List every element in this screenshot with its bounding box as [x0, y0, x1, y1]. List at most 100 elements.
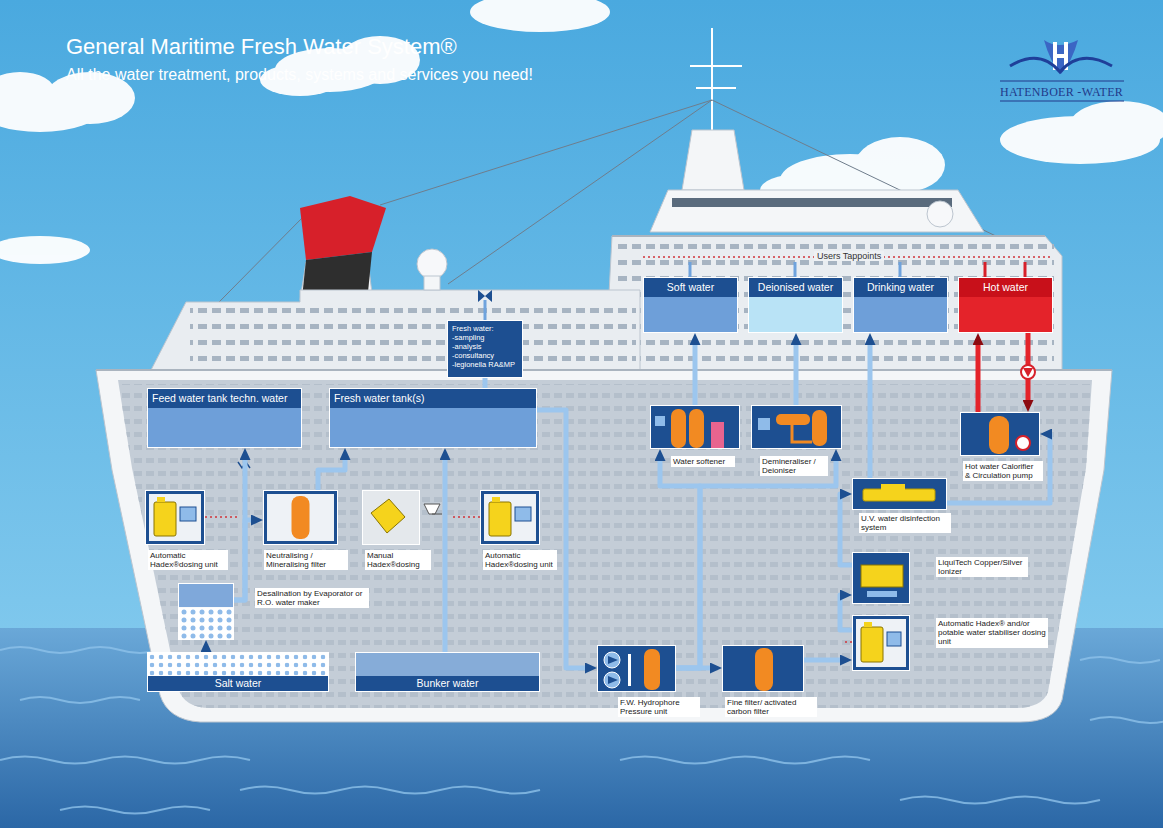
equipment-name: Water softener [673, 457, 733, 466]
water-pipe [804, 658, 846, 663]
water-pipe [693, 339, 698, 405]
equipment-name: Fine filter/ activated carbon filter [727, 698, 815, 716]
tank-content [749, 297, 842, 332]
water-pipe [976, 339, 981, 412]
equipment-icon [264, 491, 337, 544]
water-softener: Water softener [650, 405, 740, 449]
water-pipe [840, 494, 852, 565]
tank-header: Feed water tank techn. water [148, 389, 301, 408]
tank-content [356, 653, 539, 676]
subtitle: All the water treatment, products, syste… [66, 66, 533, 84]
tank-label: Drinking water [858, 281, 943, 294]
equipment-name: Neutralising / Mineralising filter [266, 551, 346, 569]
equipment-label: U.V. water disinfection system [859, 513, 951, 533]
demineraliser: Demineraliser / Deioniser [751, 405, 842, 449]
circulation-pump [1021, 365, 1035, 379]
dosing-unit: Automatic Hadex®dosing unit [145, 490, 205, 545]
service-text: -consultancy [452, 351, 518, 360]
tank-label: Fresh water tank(s) [334, 392, 532, 405]
tank-label: Salt water [152, 677, 324, 690]
equipment-name: U.V. water disinfection system [861, 514, 949, 532]
equipment-label: Automatic Hadex® and/or potable water st… [936, 618, 1048, 648]
tank-content [959, 297, 1052, 332]
equipment-name: Automatic Hadex®dosing unit [485, 551, 555, 569]
equipment-icon [752, 406, 841, 448]
stabiliser-dosing-unit: Automatic Hadex® and/or potable water st… [852, 615, 910, 671]
water-pipe [537, 410, 591, 668]
service-text: -sampling [452, 333, 518, 342]
uv-disinfection-unit: U.V. water disinfection system [852, 478, 947, 510]
equipment-icon [853, 479, 946, 509]
equipment-label: Manual Hadex®dosing [365, 550, 431, 570]
hydrophore-unit: F.W. Hydrophore Pressure unit [597, 645, 676, 692]
equipment-icon [651, 406, 739, 448]
equipment-label: Automatic Hadex®dosing unit [148, 550, 228, 570]
water-pipe [676, 455, 836, 668]
water-pipe [660, 455, 700, 668]
equipment-label: LiquiTech Copper/Silver Ionizer [936, 557, 1028, 577]
water-maker: Desalination by Evaporator or R.O. water… [178, 583, 234, 640]
equipment-label: Neutralising / Mineralising filter [264, 550, 348, 570]
water-pipe [794, 339, 799, 405]
equipment-label: F.W. Hydrophore Pressure unit [618, 697, 700, 717]
equipment-label: Hot water Calorifier & Circulation pump [963, 461, 1043, 481]
logo-text: HATENBOER -WATER [1000, 85, 1123, 100]
dosing-unit: Automatic Hadex®dosing unit [480, 490, 540, 545]
service-text: Fresh water: [452, 324, 518, 333]
manual-dosing: Manual Hadex®dosing [362, 490, 420, 545]
tank-content [148, 408, 301, 447]
equipment-name: Manual Hadex®dosing [367, 551, 429, 569]
ionizer: LiquiTech Copper/Silver Ionizer [852, 552, 910, 604]
tank-label: Deionised water [753, 281, 838, 294]
hot-water-tank: Hot water [958, 277, 1053, 333]
water-pipe [483, 378, 488, 388]
equipment-name: Desalination by Evaporator or R.O. water… [257, 589, 367, 607]
water-pipe [443, 454, 448, 652]
deionised-water-tank: Deionised water [748, 277, 843, 333]
equipment-label: Desalination by Evaporator or R.O. water… [255, 588, 369, 608]
salt-water-tank: Salt water [147, 652, 329, 692]
water-pipe [234, 520, 257, 600]
bunker-water-tank: Bunker water [355, 652, 540, 692]
service-text: -analysis [452, 342, 518, 351]
water-pipe [840, 595, 852, 630]
calorifier: Hot water Calorifier & Circulation pump [960, 412, 1040, 456]
drinking-water-tank: Drinking water [853, 277, 948, 333]
mineralising-filter: Neutralising / Mineralising filter [263, 490, 338, 545]
equipment-icon [179, 584, 233, 639]
fresh-water-tank: Fresh water tank(s) [329, 388, 537, 448]
equipment-icon [961, 413, 1039, 455]
tappoints-label: Users Tappoints [814, 251, 884, 261]
equipment-label: Demineraliser / Deioniser [760, 456, 828, 476]
tank-header: Salt water [148, 676, 328, 691]
water-pipe [318, 454, 345, 490]
feed-water-tank: Feed water tank techn. water [147, 388, 302, 448]
equipment-name: Automatic Hadex®dosing unit [150, 551, 226, 569]
tank-header: Fresh water tank(s) [330, 389, 536, 408]
equipment-icon [853, 616, 909, 670]
water-pipe [868, 339, 873, 478]
tank-content [854, 297, 947, 332]
tank-content [644, 297, 737, 332]
tank-label: Bunker water [360, 677, 535, 690]
tank-header: Soft water [644, 278, 737, 297]
equipment-icon [363, 491, 419, 544]
equipment-name: F.W. Hydrophore Pressure unit [620, 698, 698, 716]
service-box: Fresh water:-sampling-analysis-consultan… [447, 320, 523, 378]
equipment-icon [481, 491, 539, 544]
tank-label: Soft water [648, 281, 733, 294]
equipment-icon [598, 646, 675, 691]
title: General Maritime Fresh Water System® [66, 34, 457, 60]
equipment-icon [723, 646, 803, 691]
tank-header: Drinking water [854, 278, 947, 297]
equipment-name: LiquiTech Copper/Silver Ionizer [938, 558, 1026, 576]
tank-content [330, 408, 536, 447]
equipment-icon [146, 491, 204, 544]
equipment-icon [853, 553, 909, 603]
carbon-filter: Fine filter/ activated carbon filter [722, 645, 804, 692]
tank-header: Bunker water [356, 676, 539, 691]
tank-content [148, 653, 328, 676]
tank-header: Hot water [959, 278, 1052, 297]
tank-header: Deionised water [749, 278, 842, 297]
service-text: -legionella RA&MP [452, 360, 518, 369]
